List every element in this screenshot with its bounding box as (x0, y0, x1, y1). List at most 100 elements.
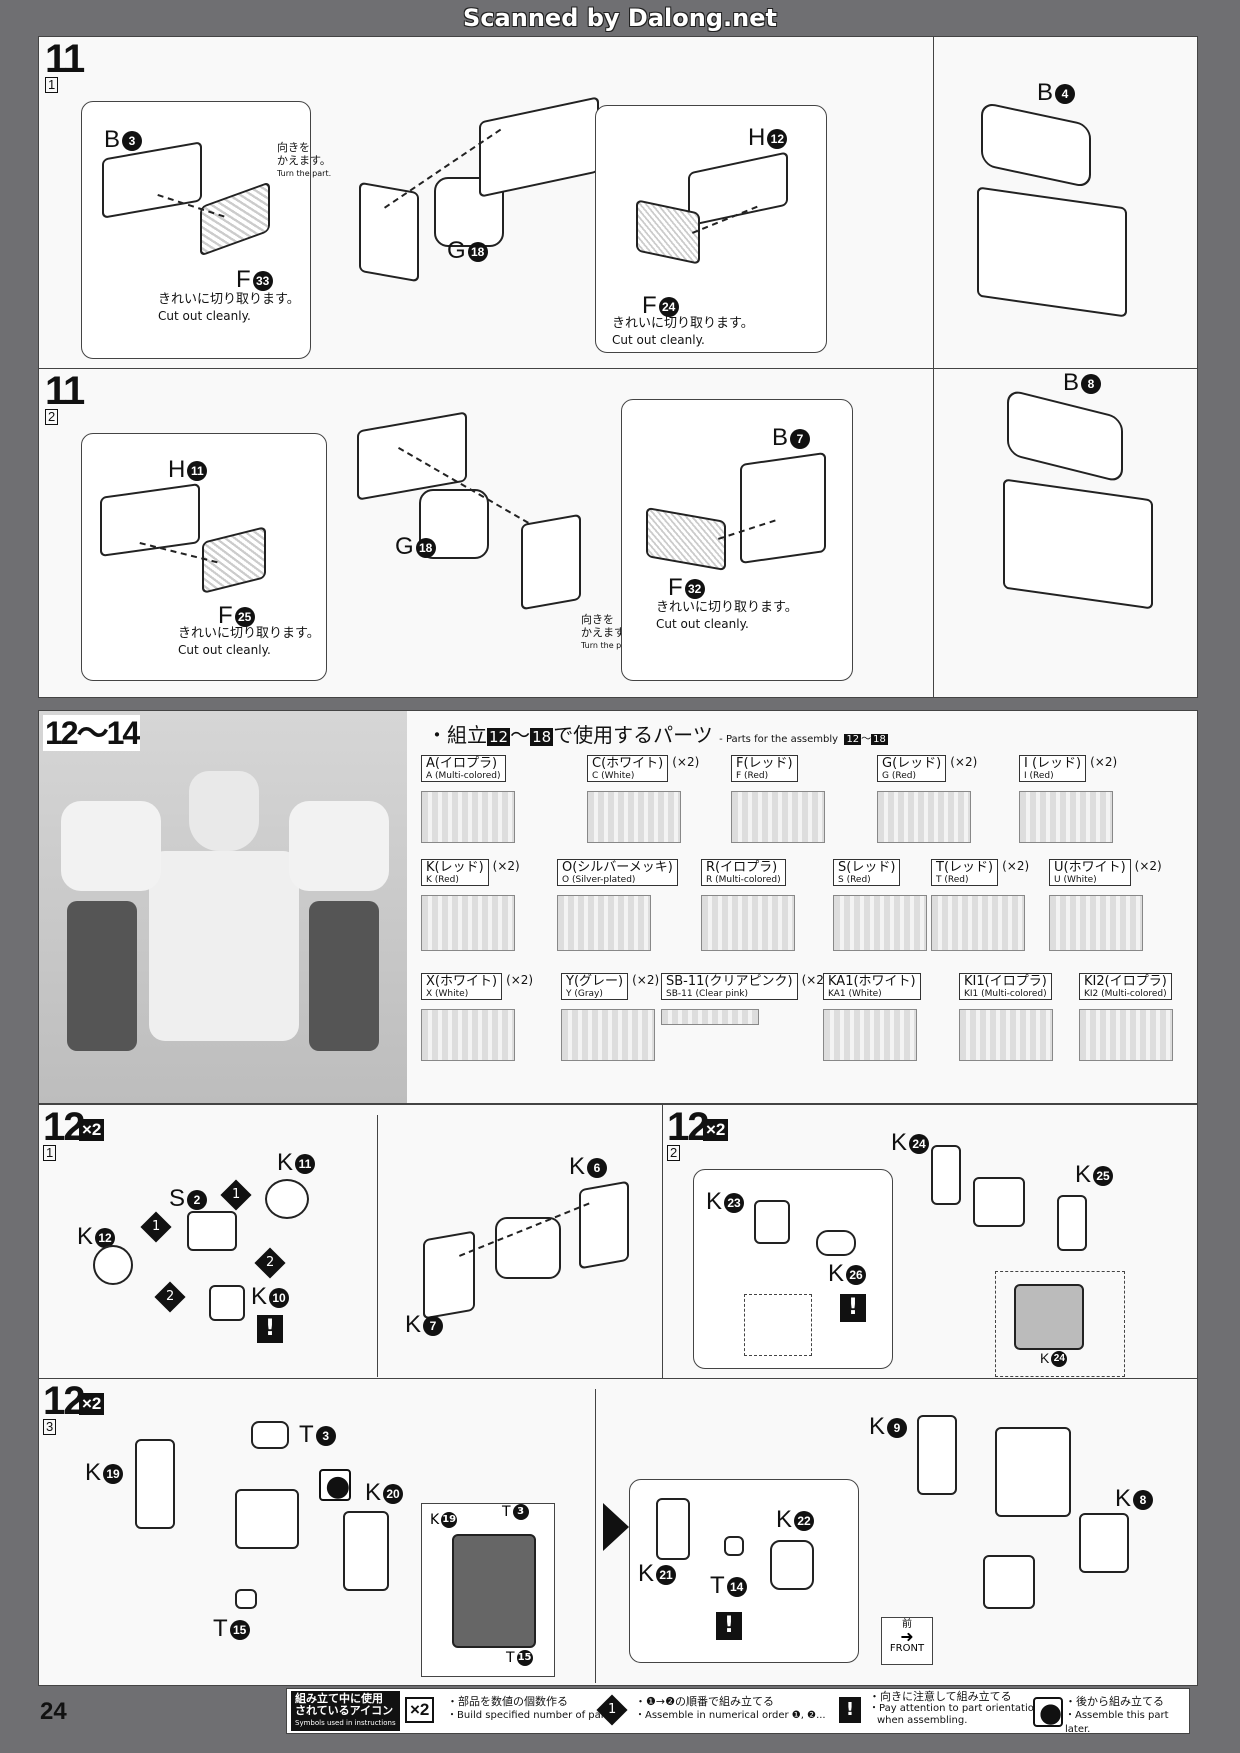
figure-arm-left-shape (67, 901, 137, 1051)
runner-count: (×2) (1002, 859, 1030, 873)
step-number: 12 (43, 1379, 85, 1423)
runner-sprue-image (1079, 1009, 1173, 1061)
runner-name-jp: U(ホワイト) (1054, 860, 1126, 875)
runner-name-jp: SB-11(クリアピンク) (666, 974, 793, 989)
part-b8-shape (1007, 388, 1123, 484)
runner-name: X(ホワイト)X (White) (421, 973, 503, 1000)
divider (933, 369, 934, 697)
runner-sprue-image (421, 1009, 515, 1061)
runner-label: G(レッド)G (Red)(×2) (877, 755, 977, 782)
assembled-unit-shape (1003, 478, 1153, 610)
gundam-figure-photo: 12～14 (39, 711, 407, 1103)
step-number: 12 (667, 1105, 709, 1149)
runner-sprue-image (931, 895, 1025, 951)
multiplier-badge: ×2 (703, 1119, 729, 1141)
detail-k24-shape (1014, 1284, 1084, 1350)
runner-name-en: KI2 (Multi-colored) (1084, 989, 1167, 999)
part-top-frame-shape (479, 96, 599, 198)
runner-count: (×2) (801, 973, 829, 987)
cut-note: きれいに切り取ります。Cut out cleanly. (612, 316, 754, 347)
orientation-warning: ! (257, 1315, 283, 1343)
runner-label: K(レッド)K (Red)(×2) (421, 859, 520, 886)
part-f32-shape (646, 506, 726, 572)
runner-sprue-image (877, 791, 971, 843)
sequence-2: 2 (254, 1247, 286, 1279)
figure-torso-shape (149, 851, 299, 1041)
runner-sprue-image (561, 1009, 655, 1061)
runner-name-en: K (Red) (426, 875, 459, 885)
assemble-later-icon (319, 1469, 351, 1501)
part-s2-shape (187, 1211, 237, 1251)
part-b4-shape (981, 101, 1091, 189)
figure-shoulder-left-shape (61, 801, 161, 891)
runner-name-en: I (Red) (1024, 771, 1054, 781)
runner-name-en: O (Silver-plated) (562, 875, 636, 885)
runner-label: O(シルバーメッキ)O (Silver-plated) (557, 859, 682, 886)
part-k10-shape (209, 1285, 245, 1321)
divider (933, 37, 934, 369)
runner-label: U(ホワイト)U (White)(×2) (1049, 859, 1162, 886)
runner-sprue-image (557, 895, 651, 951)
part-t15-shape (235, 1589, 257, 1609)
runner-name-en: S (Red) (838, 875, 871, 885)
figure-arm-right-shape (309, 901, 379, 1051)
detail-assembly-shape (452, 1534, 536, 1648)
assembled-unit-shape (977, 186, 1127, 318)
front-indicator: 前 ➜ FRONT (881, 1617, 933, 1665)
legend-seq-icon: 1 (596, 1694, 628, 1726)
part-joint-shape (983, 1555, 1035, 1609)
runner-name-jp: KI2(イロプラ) (1084, 974, 1167, 989)
runner-name-en: SB-11 (Clear pink) (666, 989, 748, 999)
multiplier-badge: ×2 (79, 1393, 105, 1415)
runner-sprue-image (421, 791, 515, 843)
runner-name-jp: KA1(ホワイト) (828, 974, 916, 989)
part-k12-shape (93, 1245, 133, 1285)
runner-name-en: KI1 (Multi-colored) (964, 989, 1047, 999)
runner-label: KI1(イロプラ)KI1 (Multi-colored) (959, 973, 1056, 1000)
step-number: 12 (43, 1105, 85, 1149)
runner-name: U(ホワイト)U (White) (1049, 859, 1131, 886)
part-t3-shape (251, 1421, 289, 1449)
sequence-1: 1 (140, 1211, 172, 1243)
orientation-warning: ! (840, 1294, 866, 1322)
runner-sprue-image (421, 895, 515, 951)
substep-number: 1 (43, 1145, 57, 1161)
divider (595, 1389, 596, 1683)
runner-name: K(レッド)K (Red) (421, 859, 489, 886)
cut-note: きれいに切り取ります。Cut out cleanly. (158, 292, 300, 323)
runner-name-jp: KI1(イロプラ) (964, 974, 1047, 989)
legend-x2-icon: ×2 (405, 1697, 435, 1723)
part-k11-shape (265, 1179, 309, 1219)
runner-name: KA1(ホワイト)KA1 (White) (823, 973, 921, 1000)
runner-name-jp: K(レッド) (426, 860, 484, 875)
runner-name-en: F (Red) (736, 771, 769, 781)
runner-count: (×2) (950, 755, 978, 769)
assembled-joint-shape (973, 1177, 1025, 1227)
legend-excl-icon: ! (839, 1697, 861, 1723)
runner-name: Y(グレー)Y (Gray) (561, 973, 629, 1000)
runner-name-en: T (Red) (936, 875, 969, 885)
runner-sprue-image (1019, 791, 1113, 843)
part-torso-block-shape (995, 1427, 1071, 1517)
runner-name-jp: O(シルバーメッキ) (562, 860, 673, 875)
